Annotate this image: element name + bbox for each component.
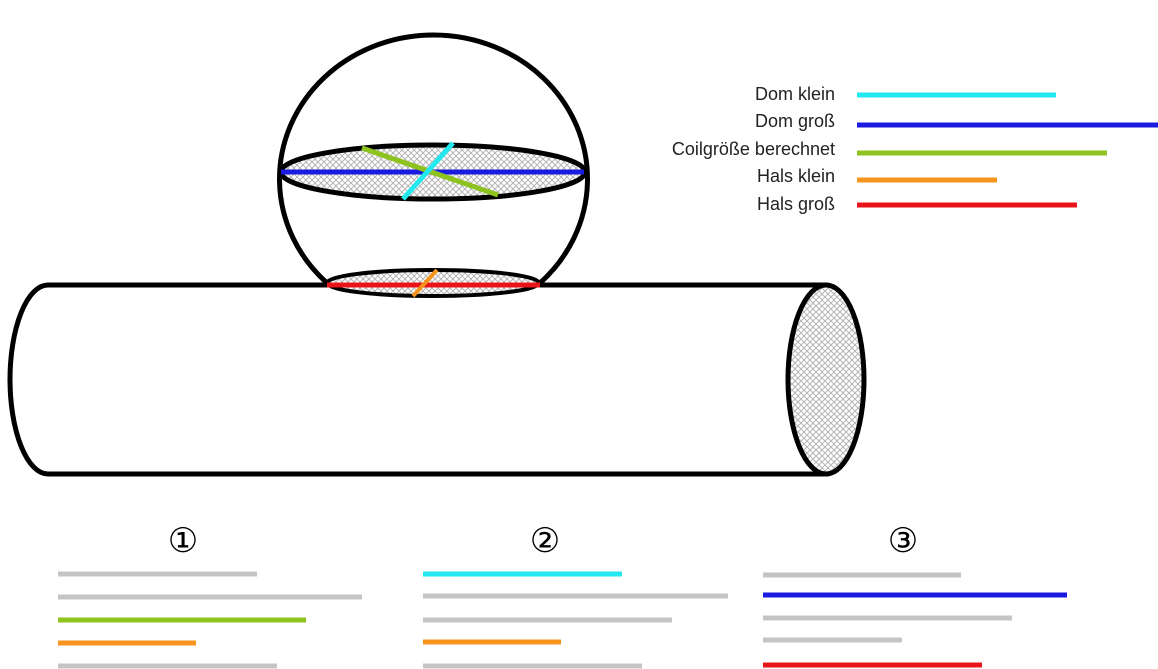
legend-label-hals-gross: Hals groß — [757, 194, 835, 214]
measurements — [281, 141, 584, 298]
legend-label-hals-klein: Hals klein — [757, 166, 835, 186]
vessel-body — [7, 282, 829, 477]
panel-number-1: ① — [168, 521, 198, 561]
panel-3: ③ — [763, 521, 1067, 668]
panel-number-3: ③ — [888, 521, 918, 561]
legend-label-dom-gross: Dom groß — [755, 111, 835, 131]
panel-number-2: ② — [530, 521, 560, 561]
legend: Dom klein Dom groß Coilgröße berechnet H… — [672, 84, 1158, 214]
vessel — [7, 282, 867, 477]
hals-klein-measure — [411, 268, 439, 298]
vessel-cross-section — [785, 282, 867, 477]
legend-label-dom-klein: Dom klein — [755, 84, 835, 104]
panel-1: ① — [58, 521, 362, 669]
dom-klein-measure — [401, 141, 455, 201]
aneurysm-dome — [277, 32, 590, 298]
panel-2: ② — [423, 521, 728, 669]
legend-label-coil: Coilgröße berechnet — [672, 139, 835, 159]
